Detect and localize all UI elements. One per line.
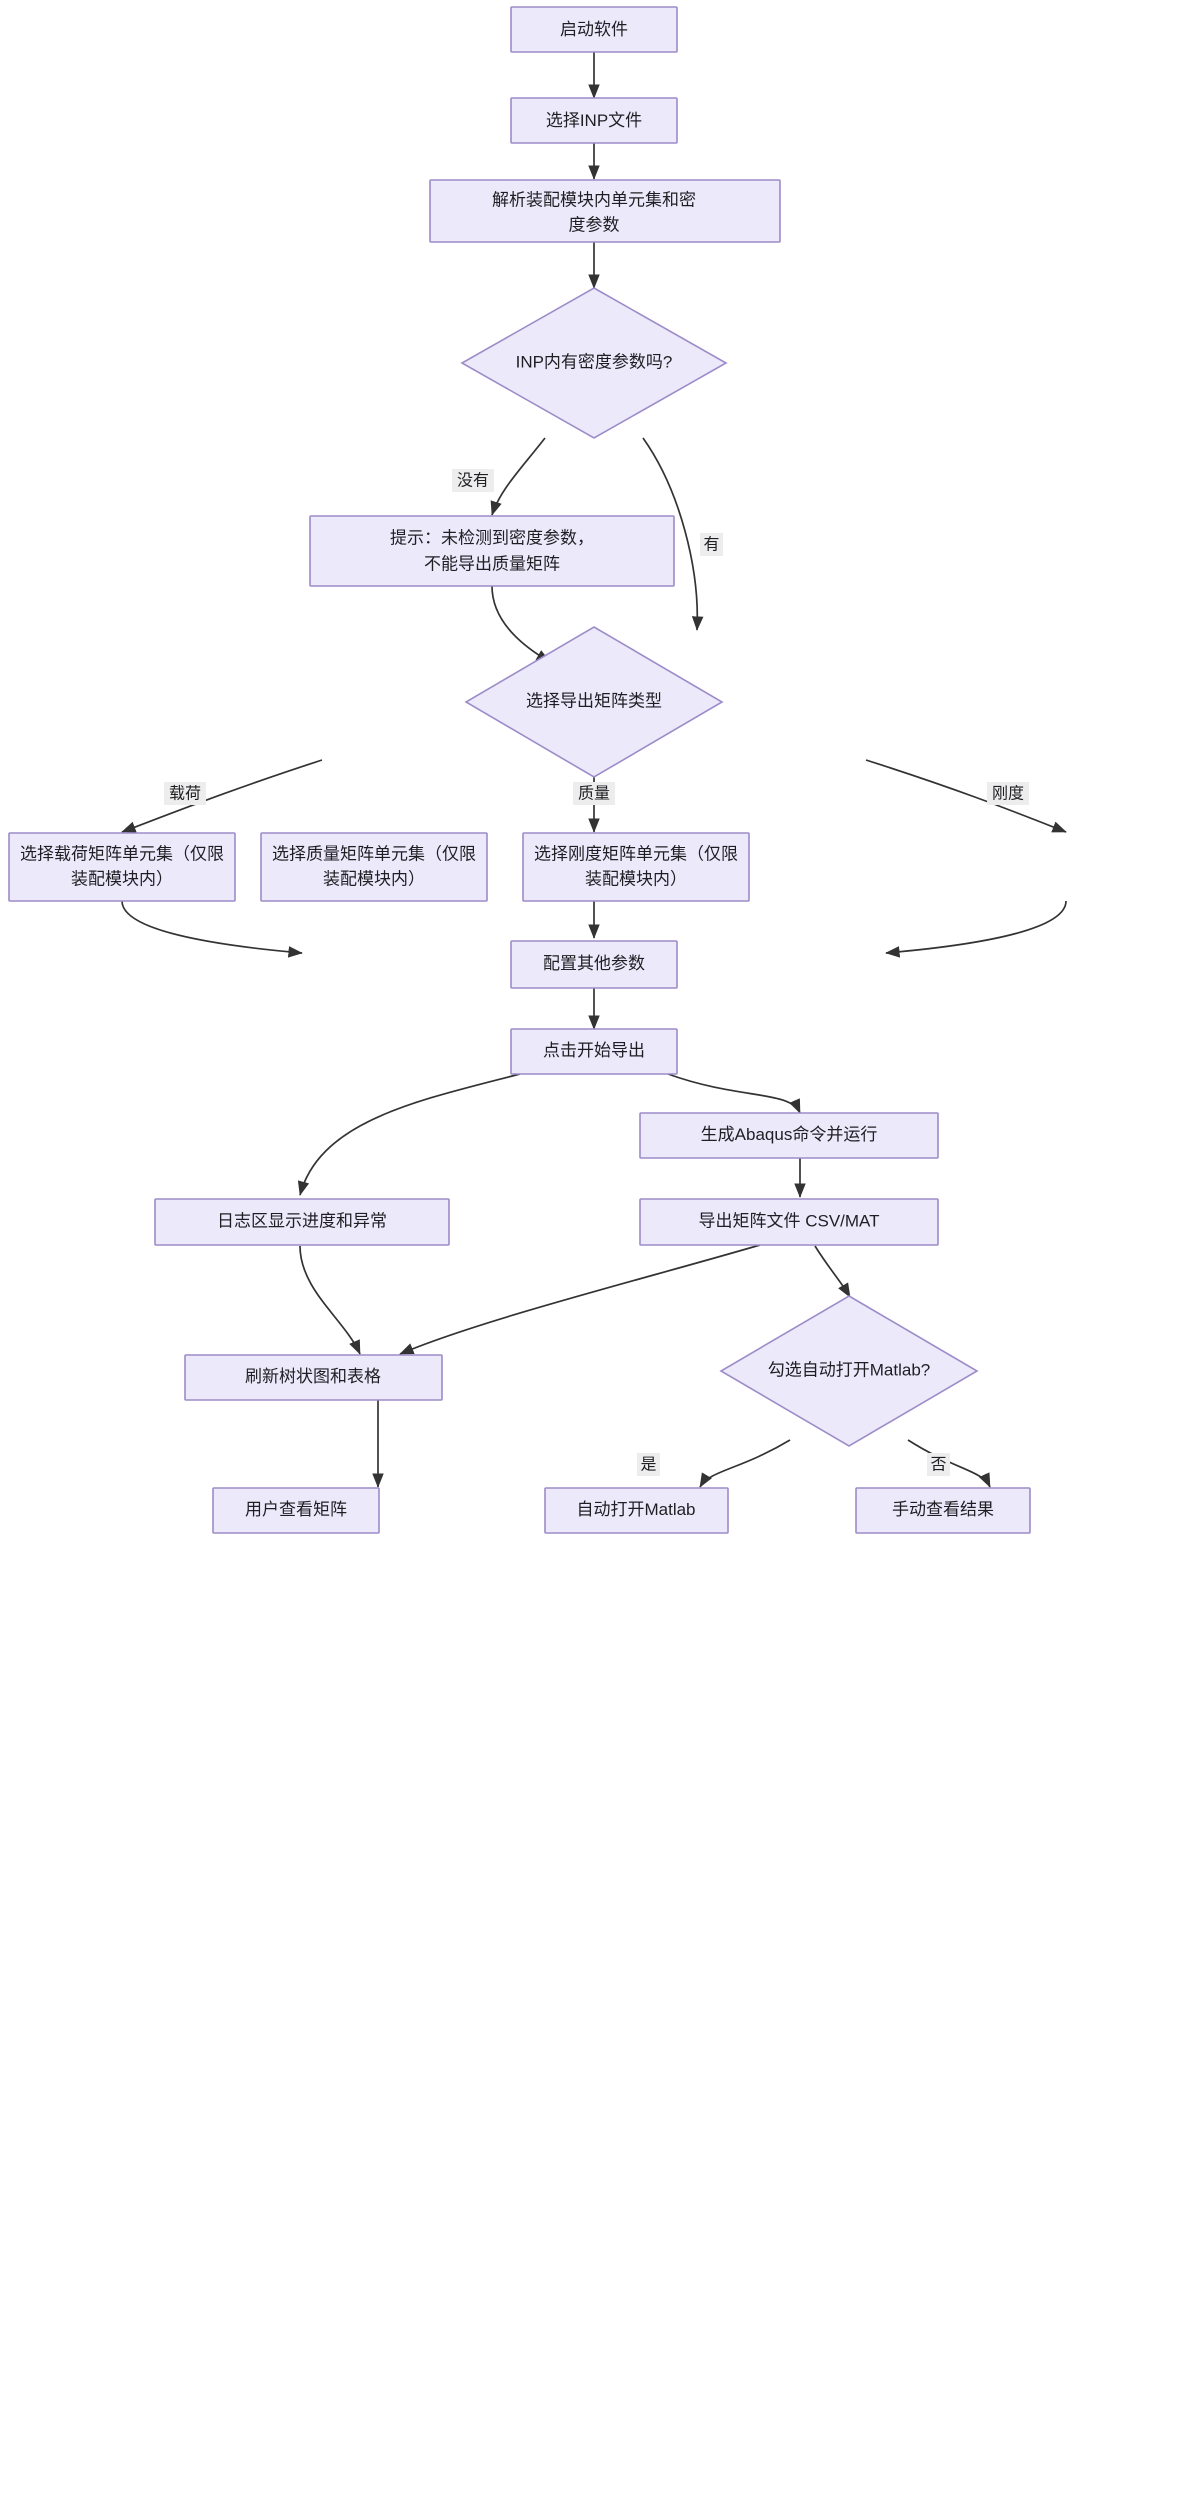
- node-n14-export-matrix-files[interactable]: 导出矩阵文件 CSV/MAT: [639, 1198, 939, 1246]
- node-n7-label-line1: 选择载荷矩阵单元集（仅限: [20, 844, 224, 863]
- svg-text:有: 有: [703, 536, 719, 554]
- edge-label-stiffness: 刚度: [987, 782, 1029, 805]
- edge-n13-n15: [299, 1245, 361, 1355]
- edge-n11-n13: [297, 1073, 521, 1196]
- edge-n6-n9-stiff: [865, 759, 1067, 833]
- edge-n6-n7-load: [121, 759, 323, 833]
- edge-n7-n10: [121, 900, 303, 958]
- edge-label-load: 载荷: [164, 782, 206, 805]
- node-n8-label-line2: 装配模块内）: [323, 869, 425, 888]
- node-n9-select-stiffness-element-set[interactable]: 选择刚度矩阵单元集（仅限 装配模块内）: [522, 832, 750, 902]
- edge-label-no-density: 没有: [452, 469, 494, 492]
- edge-label-no-matlab: 否: [927, 1453, 950, 1476]
- node-n11-label: 点击开始导出: [543, 1041, 645, 1060]
- node-n9-label-line2: 装配模块内）: [585, 869, 687, 888]
- node-n5-no-density-warning[interactable]: 提示：未检测到密度参数， 不能导出质量矩阵: [309, 515, 675, 587]
- edge-n16-n18-yes: [699, 1439, 791, 1488]
- edge-labels-layer: 没有 有 载荷 质量 刚度 是: [164, 469, 1029, 1476]
- svg-text:载荷: 载荷: [169, 785, 201, 803]
- node-n5-label-line1: 提示：未检测到密度参数，: [390, 528, 594, 547]
- node-n9-label-line1: 选择刚度矩阵单元集（仅限: [534, 844, 738, 863]
- edge-n5-n6: [491, 585, 551, 663]
- node-n7-select-load-element-set[interactable]: 选择载荷矩阵单元集（仅限 装配模块内）: [8, 832, 236, 902]
- node-n10-label: 配置其他参数: [543, 954, 645, 973]
- node-n7-label-line2: 装配模块内）: [71, 869, 173, 888]
- node-n3-label-line1: 解析装配模块内单元集和密: [492, 190, 696, 209]
- node-n18-auto-open-matlab[interactable]: 自动打开Matlab: [544, 1487, 729, 1534]
- node-n1-label: 启动软件: [560, 20, 628, 39]
- node-n19-label: 手动查看结果: [892, 1500, 994, 1519]
- svg-text:是: 是: [640, 1457, 656, 1474]
- node-n8-select-mass-element-set[interactable]: 选择质量矩阵单元集（仅限 装配模块内）: [260, 832, 488, 902]
- node-n17-user-view-matrix[interactable]: 用户查看矩阵: [212, 1487, 380, 1534]
- node-n1-start-software[interactable]: 启动软件: [510, 6, 678, 53]
- svg-text:刚度: 刚度: [992, 785, 1024, 803]
- node-n13-label: 日志区显示进度和异常: [217, 1211, 387, 1230]
- edges-layer: [121, 52, 1067, 1488]
- nodes-layer: 启动软件 选择INP文件 解析装配模块内单元集和密 度参数 INP内有密度参数吗…: [8, 6, 1031, 1534]
- node-n8-label-line1: 选择质量矩阵单元集（仅限: [272, 844, 476, 863]
- node-n3-parse-assembly-sets[interactable]: 解析装配模块内单元集和密 度参数: [429, 179, 781, 243]
- edge-n9-n10: [885, 900, 1067, 958]
- edge-label-mass: 质量: [573, 782, 615, 805]
- node-n3-label-line2: 度参数: [569, 215, 620, 234]
- edge-n16-n19-no: [907, 1439, 991, 1488]
- node-n17-label: 用户查看矩阵: [245, 1500, 347, 1519]
- node-n14-label: 导出矩阵文件 CSV/MAT: [698, 1211, 879, 1230]
- node-n6-label: 选择导出矩阵类型: [526, 691, 662, 710]
- node-n15-refresh-tree-and-table[interactable]: 刷新树状图和表格: [184, 1354, 443, 1401]
- node-n4-label: INP内有密度参数吗?: [516, 352, 673, 371]
- svg-text:否: 否: [930, 1457, 946, 1474]
- edge-n14-n15: [399, 1244, 761, 1355]
- node-n15-label: 刷新树状图和表格: [245, 1367, 381, 1386]
- node-n2-label: 选择INP文件: [546, 111, 642, 130]
- node-n11-click-start-export[interactable]: 点击开始导出: [510, 1028, 678, 1075]
- node-n16-auto-open-matlab-decision[interactable]: 勾选自动打开Matlab?: [719, 1295, 979, 1447]
- node-n19-manual-view-result[interactable]: 手动查看结果: [855, 1487, 1031, 1534]
- node-n12-label: 生成Abaqus命令并运行: [701, 1125, 878, 1144]
- edge-n11-n12: [667, 1073, 801, 1114]
- svg-text:没有: 没有: [457, 472, 489, 490]
- edge-n14-n16: [814, 1245, 851, 1298]
- node-n13-log-area-progress[interactable]: 日志区显示进度和异常: [154, 1198, 450, 1246]
- node-n2-select-inp-file[interactable]: 选择INP文件: [510, 97, 678, 144]
- edge-n4-n6-yes: [642, 437, 704, 631]
- node-n4-has-density-decision[interactable]: INP内有密度参数吗?: [460, 287, 728, 439]
- node-n6-select-matrix-type-decision[interactable]: 选择导出矩阵类型: [464, 626, 724, 778]
- node-n18-label: 自动打开Matlab: [576, 1500, 695, 1519]
- node-n12-generate-abaqus-command[interactable]: 生成Abaqus命令并运行: [639, 1112, 939, 1159]
- node-n16-label: 勾选自动打开Matlab?: [768, 1360, 930, 1379]
- node-n10-configure-other-params[interactable]: 配置其他参数: [510, 940, 678, 989]
- node-n5-label-line2: 不能导出质量矩阵: [424, 554, 560, 573]
- edge-label-has-density: 有: [700, 533, 723, 556]
- svg-text:质量: 质量: [578, 785, 610, 803]
- edge-n4-n5-no: [490, 437, 546, 516]
- edge-label-yes-matlab: 是: [637, 1453, 660, 1476]
